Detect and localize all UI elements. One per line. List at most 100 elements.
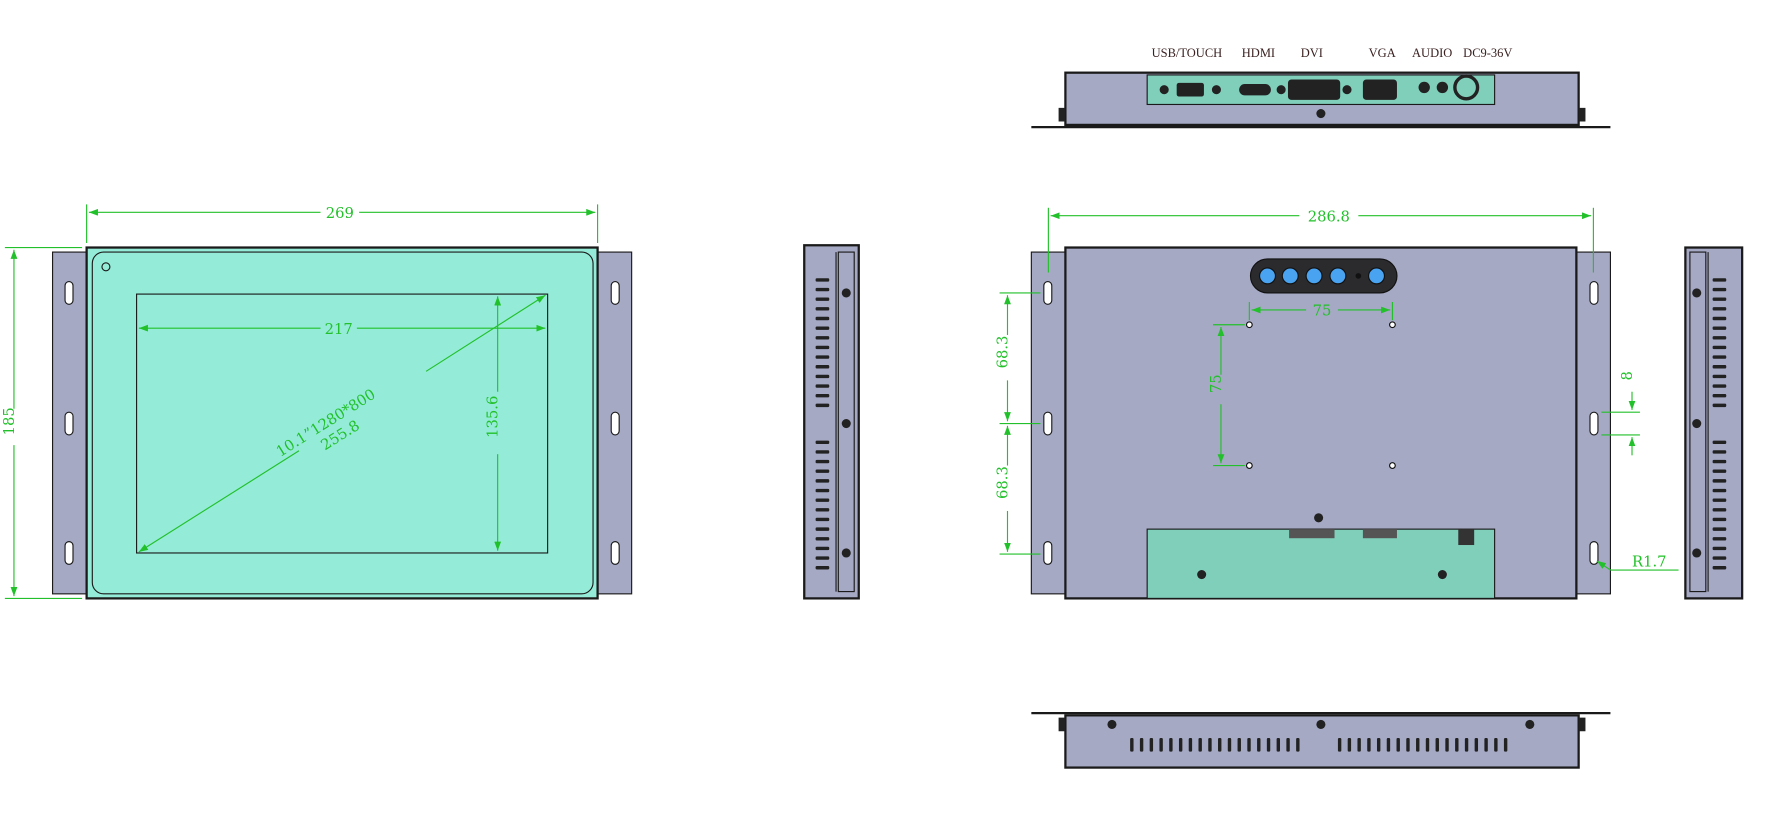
vent-slot [815,469,830,473]
vent-slot [1712,278,1727,282]
dim-radius: R1.7 [1632,554,1667,571]
vent-slot [1386,738,1391,752]
vent-slot [1247,738,1251,752]
dim-vesa-h: 75 [1313,303,1332,320]
bottom-view [1031,711,1611,769]
vent-slot [815,355,830,359]
vent-slot [1712,374,1727,379]
vent-slot [1712,566,1727,570]
vent-slot [1286,738,1290,752]
vga-port [1362,79,1397,100]
control-panel [1249,258,1398,294]
vent-slot [1712,307,1727,311]
vent-slot [1376,738,1381,752]
dc-port [1453,74,1480,101]
vent-slot [1712,527,1727,531]
vent-slot [815,403,830,408]
vent-slot [815,297,830,301]
vent-slot [1712,336,1727,340]
vent-slot [815,479,830,483]
vent-slot [1712,469,1727,473]
vent-slot [815,537,830,541]
vent-slot [1169,738,1173,752]
vent-slot [1712,316,1727,321]
vent-slot [815,498,830,502]
vent-slot [815,546,830,551]
vent-slot [1455,738,1459,752]
vent-slot [1712,384,1727,388]
led-indicator [1355,273,1362,279]
power-button[interactable] [1368,267,1386,285]
light-sensor-icon [101,262,111,272]
vent-slot [1425,738,1430,752]
vent-slot [815,566,830,570]
vent-slot [1188,738,1193,752]
vent-slot [1396,738,1400,752]
vent-slot [1347,738,1352,752]
dim-slot-len: 8 [1619,371,1636,380]
vent-slot [1464,738,1469,752]
hdmi-port [1239,84,1271,96]
vent-slot [815,508,830,512]
vent-slot [1712,459,1727,464]
up-button[interactable] [1305,267,1323,285]
vent-slot [815,345,830,350]
vent-slot [1712,556,1727,560]
label-dvi: DVI [1301,46,1323,60]
dim-slot-upper: 68.3 [994,336,1011,369]
dim-active-width: 217 [325,321,353,338]
dim-slot-lower: 68.3 [994,466,1011,499]
vent-slot [1712,488,1727,493]
vent-slot [1712,326,1727,330]
label-usb: USB/TOUCH [1152,46,1223,60]
vent-slot [1712,498,1727,502]
vent-slot [1712,546,1727,551]
vent-slot [815,556,830,560]
vent-slot [1367,738,1371,752]
vent-slot [1712,537,1727,541]
vent-slot [815,394,830,398]
label-vga: VGA [1369,46,1396,60]
bracket-slots [64,281,620,565]
vent-slot [815,278,830,282]
vent-slot [1178,738,1183,752]
vent-slot [1406,738,1410,752]
active-area [136,293,549,554]
vent-slot [1266,738,1271,752]
vent-slot [1159,738,1163,752]
vent-slot [1130,738,1134,752]
right-side-view [1684,246,1744,600]
dvi-port [1287,79,1341,100]
front-view: 269 185 217 135.6 10.1”1280*800 255.8 [1,204,633,600]
vent-slot [1484,738,1488,752]
vent-slot [1198,738,1202,752]
dim-vesa-v: 75 [1208,374,1225,393]
vent-slot [1149,738,1154,752]
vent-slot [1503,738,1508,752]
vent-slot [815,365,830,369]
vent-slot [815,307,830,311]
vent-slot [1712,394,1727,398]
label-hdmi: HDMI [1242,46,1275,60]
vent-slot [1227,738,1232,752]
down-button[interactable] [1281,267,1299,285]
vent-slot [1357,738,1361,752]
vent-slot [1139,738,1144,752]
back-view: 286.8 75 75 68.3 68.3 8 R1.7 [994,207,1679,600]
vent-slot [1712,365,1727,369]
vent-slot [815,316,830,321]
source-button[interactable] [1329,267,1347,285]
vent-slot [1276,738,1281,752]
vent-slot [815,326,830,330]
vent-slot [815,440,830,444]
vent-slot [1445,738,1449,752]
menu-button[interactable] [1259,267,1277,285]
vent-slot [1712,297,1727,301]
label-dc: DC9-36V [1463,46,1512,60]
vent-slot [815,336,830,340]
front-bezel [91,251,594,595]
vent-slot [1257,738,1261,752]
vent-slot [1712,440,1727,444]
top-view: USB/TOUCH HDMI DVI VGA AUDIO DC9-36V [1031,46,1611,129]
